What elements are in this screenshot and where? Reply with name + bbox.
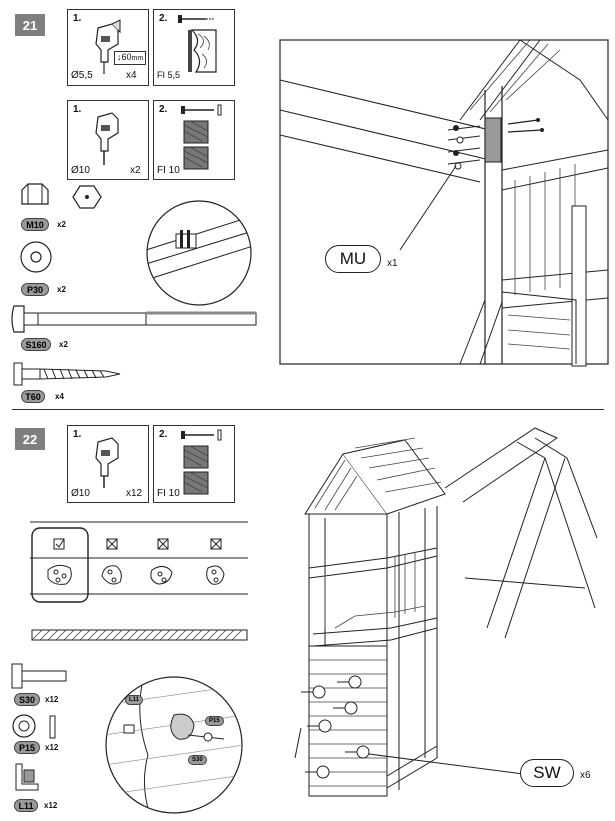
drill-depth-box: ↓60mm bbox=[114, 51, 146, 65]
part-code-pill: P30 bbox=[21, 283, 49, 296]
step-number: 2. bbox=[159, 104, 168, 115]
part-code-pill: S160 bbox=[21, 338, 51, 351]
wall-section-icon bbox=[31, 629, 248, 641]
part-qty: x4 bbox=[55, 392, 64, 401]
drill-count: x2 bbox=[130, 165, 141, 176]
climbing-stone-table bbox=[30, 521, 248, 603]
drill-icon bbox=[95, 19, 121, 74]
drill-tool-box: 1. ↓60mm Ø5,5 x4 bbox=[67, 9, 149, 86]
detail-label: P15 bbox=[205, 716, 224, 726]
part-qty: x12 bbox=[45, 743, 59, 752]
detail-label: S30 bbox=[188, 755, 207, 765]
part-qty: x2 bbox=[57, 220, 66, 229]
bracket-icon bbox=[15, 763, 39, 791]
drill-tool-box-3: 1. Ø10 x12 bbox=[67, 425, 149, 503]
step-number: 2. bbox=[159, 13, 168, 24]
small-washer-icon bbox=[12, 714, 56, 739]
callout-qty: x1 bbox=[387, 258, 398, 269]
callout-label: MU bbox=[325, 245, 381, 273]
fi-label: FI 5,5 bbox=[157, 70, 181, 80]
carriage-bolt-icon bbox=[11, 305, 257, 333]
step-number: 2. bbox=[159, 429, 168, 440]
step-number: 1. bbox=[73, 13, 82, 24]
screw-wood-icon bbox=[178, 15, 217, 73]
step-number: 1. bbox=[73, 429, 82, 440]
assembly-illustration-22 bbox=[294, 427, 598, 797]
part-qty: x12 bbox=[45, 695, 59, 704]
fi-label: FI 10 bbox=[157, 488, 180, 499]
drill-tool-box-2: 1. Ø10 x2 bbox=[67, 100, 149, 180]
drill-icon bbox=[95, 437, 119, 488]
part-code-pill: L11 bbox=[14, 799, 38, 812]
hex-nut-icon bbox=[72, 185, 102, 209]
wood-screw-icon bbox=[13, 362, 121, 386]
part-code-pill: P15 bbox=[14, 741, 40, 754]
callout-qty: x6 bbox=[580, 770, 591, 781]
step-22-badge: 22 bbox=[15, 428, 45, 450]
step-divider bbox=[12, 409, 604, 410]
part-code-pill: S30 bbox=[14, 693, 40, 706]
drill-bit-size: Ø10 bbox=[71, 488, 90, 499]
bolt-wood-icon bbox=[181, 429, 222, 495]
part-code-pill: M10 bbox=[21, 218, 49, 231]
drill-icon bbox=[95, 112, 119, 165]
detail-circle bbox=[146, 200, 252, 306]
assembly-illustration-21 bbox=[279, 39, 609, 367]
hex-bolt-icon bbox=[11, 663, 67, 689]
drill-bit-size: Ø10 bbox=[71, 165, 90, 176]
bolt-tool-box: 2. FI 10 bbox=[153, 100, 235, 180]
drill-count: x4 bbox=[126, 70, 137, 81]
washer-icon bbox=[20, 241, 52, 273]
screw-tool-box: 2. FI 5,5 bbox=[153, 9, 235, 86]
fi-label: FI 10 bbox=[157, 165, 180, 176]
cap-nut-icon bbox=[21, 183, 49, 205]
part-qty: x12 bbox=[44, 801, 58, 810]
drill-bit-size: Ø5,5 bbox=[71, 70, 93, 81]
part-code-pill: T60 bbox=[21, 390, 45, 403]
drill-count: x12 bbox=[126, 488, 143, 499]
detail-circle-22 bbox=[105, 676, 243, 814]
callout-label: SW bbox=[520, 759, 574, 787]
part-qty: x2 bbox=[59, 340, 68, 349]
step-number: 1. bbox=[73, 104, 82, 115]
detail-label: L11 bbox=[125, 695, 144, 705]
part-qty: x2 bbox=[57, 285, 66, 294]
bolt-tool-box-2: 2. FI 10 bbox=[153, 425, 235, 503]
bolt-wood-icon bbox=[181, 104, 222, 170]
step-21-badge: 21 bbox=[15, 14, 45, 36]
